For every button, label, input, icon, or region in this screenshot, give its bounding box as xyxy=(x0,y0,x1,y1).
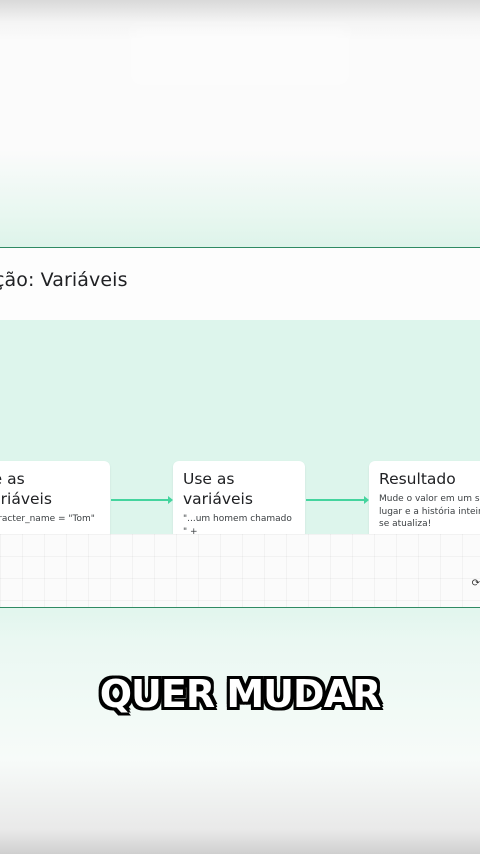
arrow-right-icon xyxy=(306,496,369,504)
flow-diagram: rie as variáveis character_name = "Tom" … xyxy=(0,320,480,549)
card-use-variables: Use as variáveis "...um homem chamado " … xyxy=(173,461,305,549)
presentation-slide: ção: Variáveis rie as variáveis characte… xyxy=(0,247,480,608)
slide-header: ção: Variáveis xyxy=(0,248,480,320)
card-title: rie as variáveis xyxy=(0,470,52,508)
subtitle-caption: QUER MUDAR xyxy=(99,672,382,716)
card-body: Mude o valor em um só lugar e a história… xyxy=(379,494,480,529)
slide-footer-grid xyxy=(0,534,480,607)
logo-mark-icon: ⟳ xyxy=(471,578,480,589)
arrow-right-icon xyxy=(111,496,173,504)
card-title: Resultado xyxy=(379,470,456,488)
slide-title: ção: Variáveis xyxy=(0,269,128,291)
top-blurred-area xyxy=(130,26,350,86)
card-result: Resultado Mude o valor em um só lugar e … xyxy=(369,461,480,539)
card-create-variables: rie as variáveis character_name = "Tom" … xyxy=(0,461,110,549)
card-title: Use as variáveis xyxy=(183,470,253,508)
